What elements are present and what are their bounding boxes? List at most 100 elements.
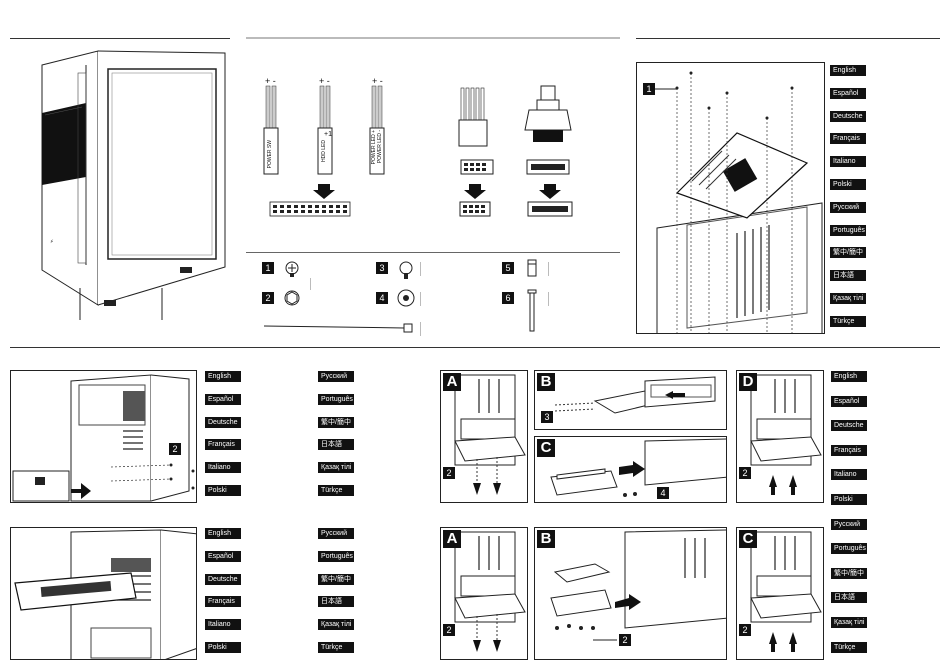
motherboard-install-panel: 1 (636, 62, 825, 334)
usb-connectors (458, 85, 572, 175)
hdd2-a-num: 2 (443, 624, 455, 636)
hdd1-a-num: 2 (443, 467, 455, 479)
language-label: English (830, 65, 866, 76)
language-label: 繁中/簡中 (831, 567, 867, 579)
hdd2-b-label: B (537, 530, 555, 548)
language-label: 日本語 (318, 439, 354, 451)
language-label: Español (205, 550, 241, 562)
language-label: Türkçe (318, 642, 354, 653)
language-label: Polski (205, 642, 241, 653)
hdd2-step-c-panel: C 2 (736, 527, 824, 660)
language-label: Français (205, 596, 241, 608)
header-pins (269, 184, 573, 217)
hdd1-c-label: C (537, 439, 555, 457)
language-label: Français (830, 133, 866, 145)
hdd-led-label: HDD LED (321, 140, 327, 162)
hdd2-c-label: C (739, 530, 757, 548)
screw-sep-4 (420, 292, 421, 306)
screws-rule (246, 252, 620, 253)
language-label: Español (830, 87, 866, 99)
language-label: Türkçe (830, 315, 866, 327)
screw-sep-1 (310, 278, 311, 290)
language-label: Қазақ тілі (318, 619, 354, 631)
language-label: Русский (318, 371, 354, 382)
mb-step-label: 1 (643, 83, 655, 95)
language-label: Русский (830, 201, 866, 213)
case-illustration: ⚡ (41, 50, 226, 320)
screw-sep-6 (420, 322, 421, 336)
hdd-step-a-panel: A 2 (440, 370, 528, 503)
language-label: Español (831, 395, 867, 407)
language-label: Türkçe (318, 485, 354, 496)
language-label: Қазақ тілі (831, 617, 867, 628)
language-label: Français (205, 439, 241, 451)
hdd2-step-a-panel: A 2 (440, 527, 528, 660)
screw-6-label: 6 (502, 292, 514, 304)
language-label: Português (831, 543, 867, 555)
language-label: English (205, 371, 241, 382)
power-led-minus-label: POWER LED - (377, 130, 383, 164)
hdd2-b-num: 2 (619, 634, 631, 646)
language-label: 繁中/簡中 (318, 416, 354, 428)
language-label: Deutsche (831, 420, 867, 432)
psu-step-label: 2 (169, 443, 181, 455)
hdd1-b-num: 3 (541, 411, 553, 423)
language-label: Қазақ тілі (318, 462, 354, 474)
language-label: 日本語 (830, 270, 866, 282)
hdd1-a-label: A (443, 373, 461, 391)
language-label: Español (205, 393, 241, 405)
language-label: Polski (205, 485, 241, 496)
language-label: Türkçe (831, 641, 867, 653)
hdd-plus-minus: + - (319, 76, 330, 86)
hdd2-c-num: 2 (739, 624, 751, 636)
screws-illustration (263, 259, 537, 333)
top-left-rule (10, 38, 230, 39)
language-label: Português (318, 550, 354, 562)
language-label: 繁中/簡中 (318, 573, 354, 585)
hdd-step-c-panel: C 4 (534, 436, 727, 503)
hdd1-d-label: D (739, 373, 757, 391)
language-label: Français (831, 444, 867, 456)
language-label: Қазақ тілі (830, 293, 866, 304)
language-label: English (205, 528, 241, 539)
language-label: Italiano (205, 462, 241, 474)
language-label: 日本語 (318, 596, 354, 608)
sw-plus-minus: + - (265, 76, 276, 86)
screw-1-label: 1 (262, 262, 274, 274)
svg-text:⚡: ⚡ (50, 239, 54, 245)
language-label: Português (318, 393, 354, 405)
language-label: Polski (830, 179, 866, 190)
language-label: Deutsche (830, 110, 866, 122)
hdd-plus-label: +1 (324, 131, 332, 138)
screw-sep-2 (420, 262, 421, 276)
section-divider (10, 347, 940, 348)
pled-plus-minus: + - (372, 76, 383, 86)
screw-2-label: 2 (262, 292, 274, 304)
hdd2-step-b-panel: B 2 (534, 527, 727, 660)
language-label: Polski (831, 494, 867, 505)
language-label: Português (830, 224, 866, 236)
hdd1-b-label: B (537, 373, 555, 391)
top-middle-rule (246, 37, 620, 39)
power-sw-label: POWER SW (267, 140, 273, 169)
language-label: 繁中/簡中 (830, 247, 866, 259)
screw-4-label: 4 (376, 292, 388, 304)
hdd1-c-num: 4 (657, 487, 669, 499)
language-label: Русский (831, 518, 867, 530)
top-right-rule (636, 38, 940, 39)
language-label: Deutsche (205, 416, 241, 428)
hdd1-d-num: 2 (739, 467, 751, 479)
language-label: Italiano (205, 619, 241, 631)
language-label: Русский (318, 528, 354, 539)
gpu-install-panel (10, 527, 197, 660)
screw-3-label: 3 (376, 262, 388, 274)
hdd-step-b-panel: B 3 (534, 370, 727, 430)
screw-sep-3 (548, 262, 549, 276)
language-label: Italiano (831, 469, 867, 481)
language-label: Italiano (830, 156, 866, 168)
language-label: English (831, 371, 867, 382)
psu-install-panel: 2 (10, 370, 197, 503)
screw-sep-5 (548, 292, 549, 306)
language-label: 日本語 (831, 592, 867, 604)
screw-5-label: 5 (502, 262, 514, 274)
